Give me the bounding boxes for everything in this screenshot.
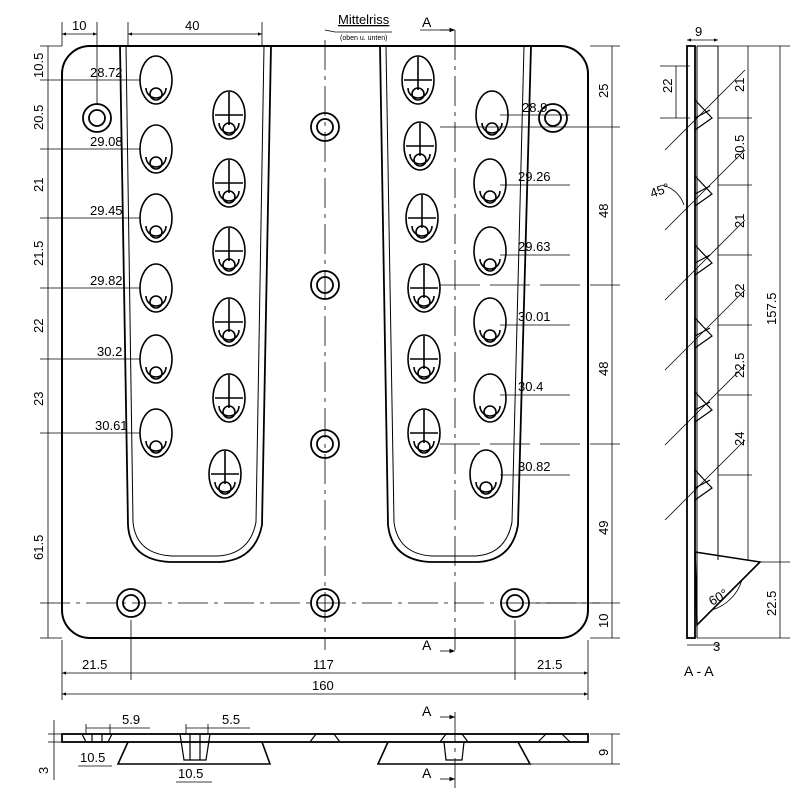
section-label: A - A <box>684 663 714 679</box>
section-bottom-dim: 22.5 <box>764 591 779 616</box>
bottom-dim-thickness: 3 <box>36 767 51 774</box>
right-pocket-inner <box>385 45 525 557</box>
right-pocket <box>379 45 532 563</box>
dim-hole-left-1: 29.08 <box>90 134 123 149</box>
dim-hole-left-5: 30.61 <box>95 418 128 433</box>
section-dim-0: 21 <box>732 78 747 92</box>
bottom-bracket-left <box>116 741 272 765</box>
dim-left-1: 20.5 <box>31 105 46 130</box>
bottom-section-marker-top: A <box>422 703 432 719</box>
section-view-labels: 9 22 45° 60° 21 20.5 21 22 22.5 24 157.5… <box>648 24 779 679</box>
section-angle-top: 45° <box>648 180 672 201</box>
section-marker-top: A <box>422 14 432 30</box>
section-dim-1: 20.5 <box>732 135 747 160</box>
bottom-holes <box>81 733 571 761</box>
dim-hole-right-5: 30.82 <box>518 459 551 474</box>
left-pocket <box>119 45 272 563</box>
dim-left-4: 22 <box>31 319 46 333</box>
note-subtitle: (oben u. unten) <box>340 35 387 42</box>
dim-hole-right-1: 29.26 <box>518 169 551 184</box>
dim-top-left: 10 <box>72 18 86 33</box>
bottom-dim-height: 9 <box>596 749 611 756</box>
section-wedge <box>694 551 762 627</box>
dim-right-3: 49 <box>596 521 611 535</box>
section-dim-4: 22.5 <box>732 353 747 378</box>
bottom-bracket-right <box>376 741 532 765</box>
section-plate <box>686 45 696 639</box>
section-dim-2: 21 <box>732 214 747 228</box>
dim-left-3: 21.5 <box>31 241 46 266</box>
dim-bottom-middle: 117 <box>313 657 334 672</box>
dim-right-1: 48 <box>596 204 611 218</box>
bottom-section-marker-bottom: A <box>422 765 432 781</box>
section-view <box>660 38 790 646</box>
dim-bottom-right: 21.5 <box>537 657 562 672</box>
dim-hole-right-2: 29.63 <box>518 239 551 254</box>
dim-top-slot: 40 <box>185 18 199 33</box>
dim-left-6: 61.5 <box>31 535 46 560</box>
dim-hole-right-4: 30.4 <box>518 379 543 394</box>
section-angle-bottom: 60° <box>706 586 731 609</box>
dim-left-5: 23 <box>31 392 46 406</box>
dim-hole-right-0: 28.9 <box>522 100 547 115</box>
dim-right-0: 25 <box>596 84 611 98</box>
dim-hole-left-0: 28.72 <box>90 65 123 80</box>
bottom-dim-w2: 10.5 <box>178 766 203 781</box>
bottom-view-labels: 5.9 5.5 10.5 10.5 9 3 A A <box>36 703 611 781</box>
dim-hole-left-3: 29.82 <box>90 273 123 288</box>
dim-hole-left-2: 29.45 <box>90 203 123 218</box>
left-dimension-chain <box>40 45 140 639</box>
dim-right-2: 48 <box>596 362 611 376</box>
dim-left-0: 10.5 <box>31 53 46 78</box>
bottom-dim-d1: 5.9 <box>122 712 140 727</box>
bottom-view <box>48 712 620 790</box>
section-left-dim: 22 <box>660 79 675 93</box>
round-holes <box>82 103 568 618</box>
left-pocket-inner <box>125 45 265 557</box>
section-hatch <box>664 69 746 521</box>
section-teeth <box>694 99 713 501</box>
dim-right-4: 10 <box>596 614 611 628</box>
section-dim-3: 22 <box>732 284 747 298</box>
section-overall-height: 157.5 <box>764 292 779 325</box>
dim-bottom-overall: 160 <box>312 678 334 693</box>
section-top-width: 9 <box>695 24 702 39</box>
section-dim-5: 24 <box>732 432 747 446</box>
left-oval-holes <box>139 55 246 499</box>
right-oval-holes <box>401 55 509 499</box>
dim-left-2: 21 <box>31 178 46 192</box>
bottom-plate <box>61 733 589 743</box>
bottom-dimensions <box>61 620 589 700</box>
note-title: Mittelriss <box>338 12 390 27</box>
right-dimension-chain <box>440 45 620 639</box>
section-thickness: 3 <box>713 639 720 654</box>
front-view-labels: 10 40 Mittelriss (oben u. unten) A A 10.… <box>31 12 611 693</box>
top-dimensions <box>61 22 455 105</box>
dim-hole-left-4: 30.2 <box>97 344 122 359</box>
bottom-dim-d2: 5.5 <box>222 712 240 727</box>
dim-bottom-left: 21.5 <box>82 657 107 672</box>
front-view <box>40 22 620 700</box>
dim-hole-right-3: 30.01 <box>518 309 551 324</box>
section-marker-bottom: A <box>422 637 432 653</box>
bottom-dim-w1: 10.5 <box>80 750 105 765</box>
